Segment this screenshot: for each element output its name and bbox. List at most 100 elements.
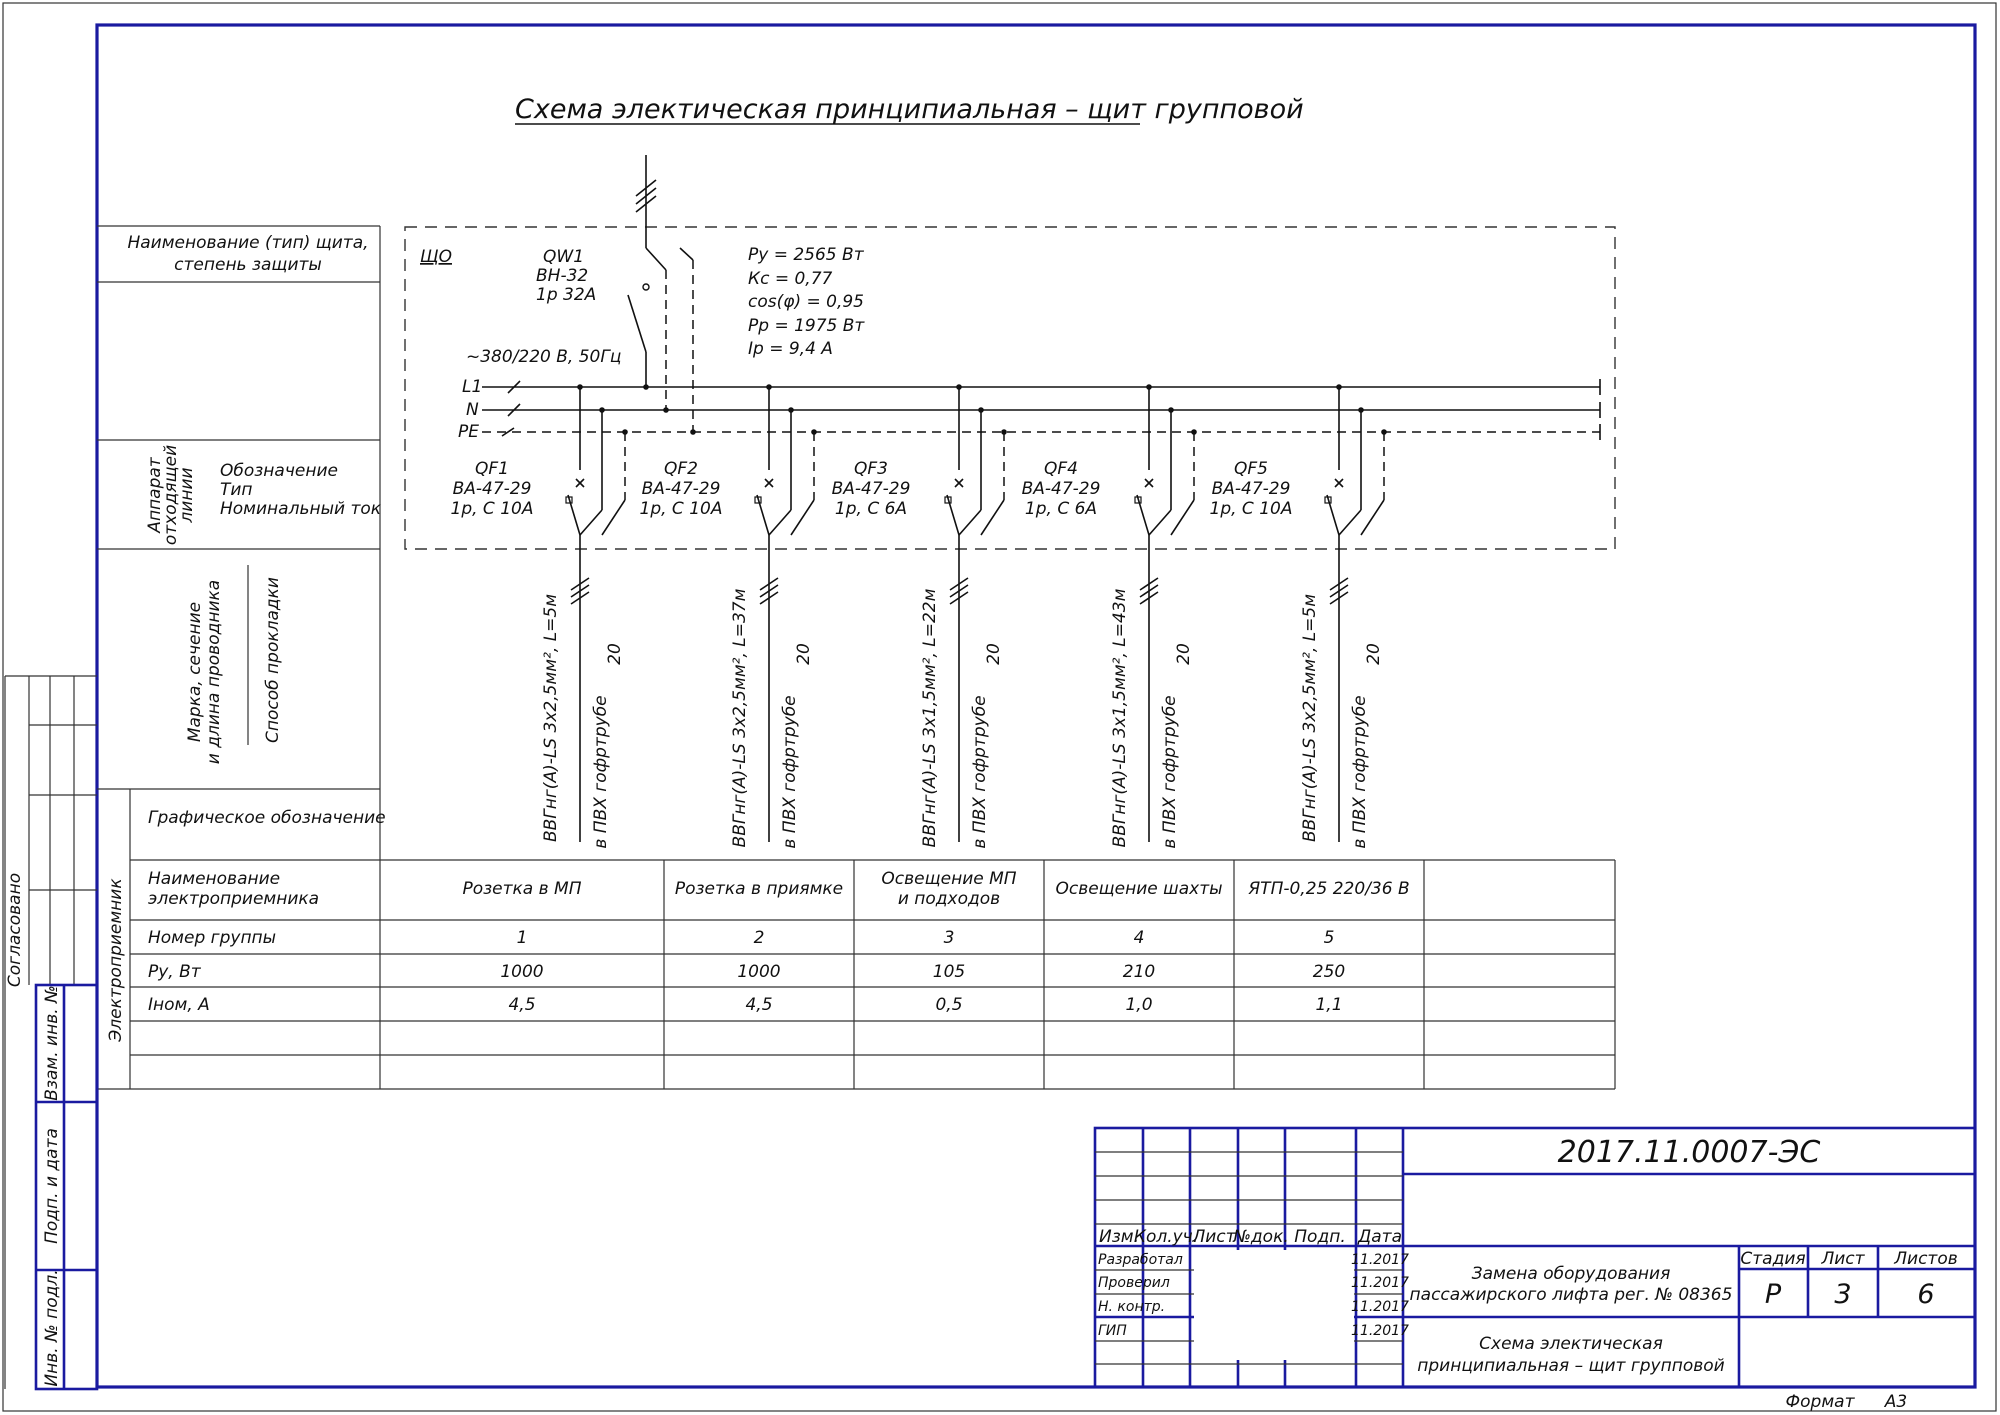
group-4-n-return xyxy=(1148,509,1172,536)
role-checker: Проверил xyxy=(1098,1275,1170,1291)
group-1-current: 4,5 xyxy=(508,995,535,1015)
group-3-laying-method: в ПВХ гофртрубе xyxy=(970,695,990,848)
col-qty: Кол.уч. xyxy=(1134,1227,1198,1247)
agreed-label: Согласовано xyxy=(5,873,25,987)
group-3-breaker-id: QF3 xyxy=(854,459,888,479)
svg-text:Марка, сечение: Марка, сечение xyxy=(185,602,205,742)
format-label: Формат xyxy=(1786,1392,1856,1412)
panel-param-3: cos(φ) = 0,95 xyxy=(748,292,864,312)
sheet-title-1: Схема электическая xyxy=(1479,1334,1663,1354)
drawing-title: Схема электическая принципиальная – щит … xyxy=(515,94,1304,125)
panel-param-4: Рр = 1975 Вт xyxy=(748,316,865,336)
group-2-breaker-id: QF2 xyxy=(664,459,698,479)
panel-name: ЩО xyxy=(420,247,452,267)
group-2-breaker-rating: 1р, С 10А xyxy=(640,499,723,519)
group-5-breaker-rating: 1р, С 10А xyxy=(1210,499,1293,519)
group-1-n-node xyxy=(599,407,605,413)
group-4-breaker-type: ВА-47-29 xyxy=(1022,479,1101,499)
group-4-n-node xyxy=(1168,407,1174,413)
group-1-n-return xyxy=(579,509,603,536)
svg-text:Электроприемник: Электроприемник xyxy=(106,878,126,1043)
redacted-signatures xyxy=(1194,1250,1354,1360)
group-1-pipe-diameter: 20 xyxy=(605,643,625,665)
group-3-receiver-name-1: Освещение МП xyxy=(881,869,1016,889)
group-3-breaker-blade xyxy=(946,494,960,536)
group-1-pe-node xyxy=(622,429,628,435)
group-5-pe-return xyxy=(1360,499,1385,536)
group-1-breaker-trip xyxy=(565,496,573,504)
group-4-power: 210 xyxy=(1123,962,1155,982)
group-number-label: Номер группы xyxy=(148,928,276,948)
group-4-group-number: 4 xyxy=(1134,928,1145,948)
col-date: Дата xyxy=(1357,1227,1402,1247)
svg-text:Аппарат: Аппарат xyxy=(145,456,165,533)
group-1-laying-method: в ПВХ гофртрубе xyxy=(591,695,611,848)
group-3-pe-return xyxy=(980,499,1005,536)
project-title-1: Замена оборудования xyxy=(1472,1264,1671,1284)
group-1-receiver-name: Розетка в МП xyxy=(462,879,581,899)
group-5-l1-node xyxy=(1336,384,1342,390)
group-4-current: 1,0 xyxy=(1125,995,1152,1015)
apparatus-field-type: Тип xyxy=(220,480,253,500)
side-stamp xyxy=(4,675,99,1391)
group-4-breaker-rating: 1р, С 6А xyxy=(1025,499,1097,519)
group-3-pe-node xyxy=(1001,429,1007,435)
panel-param-2: Кс = 0,77 xyxy=(748,269,833,289)
date-2: 11.2017 xyxy=(1351,1275,1409,1291)
receiver-rotated-label: Электроприемник xyxy=(106,878,126,1043)
format-value: А3 xyxy=(1884,1392,1907,1412)
group-1-group-number: 1 xyxy=(517,928,528,948)
busbars xyxy=(482,379,1601,440)
group-2-n-return xyxy=(768,509,792,536)
original-inv-label: Инв. № подл. xyxy=(42,1269,62,1386)
group-4-breaker-cross-b xyxy=(1144,478,1154,488)
group-2-breaker-blade xyxy=(756,494,770,536)
group-4-breaker-blade xyxy=(1136,494,1150,536)
group-3-pipe-diameter: 20 xyxy=(984,643,1004,665)
col-sheet: Лист xyxy=(1191,1227,1236,1247)
role-chief-engineer: ГИП xyxy=(1098,1323,1127,1339)
main-switch-symbol xyxy=(627,155,694,432)
main-breaker-type: ВН-32 xyxy=(536,266,588,286)
sheet-label: Лист xyxy=(1820,1249,1865,1269)
group-3-cable-tick-2 xyxy=(949,584,969,598)
group-5-breaker-blade xyxy=(1326,494,1340,536)
group-3-receiver-name-2: и подходов xyxy=(898,889,1000,909)
group-5-n-node xyxy=(1358,407,1364,413)
main-breaker-id: QW1 xyxy=(543,247,584,267)
group-3-current: 0,5 xyxy=(935,995,962,1015)
group-3-breaker-rating: 1р, С 6А xyxy=(835,499,907,519)
group-1-power: 1000 xyxy=(500,962,543,982)
role-norm-control: Н. контр. xyxy=(1098,1299,1165,1315)
group-3-breaker-type: ВА-47-29 xyxy=(832,479,911,499)
group-2-pe-node xyxy=(811,429,817,435)
group-3-cable-tick-1 xyxy=(949,577,969,591)
laying-rotated-label: Способ прокладки xyxy=(263,577,283,743)
project-title-2: пассажирского лифта рег. № 08365 xyxy=(1410,1285,1733,1305)
role-developer: Разработал xyxy=(1098,1252,1183,1268)
group-2-cable-tick-2 xyxy=(759,584,779,598)
group-2-breaker-cross-b xyxy=(764,478,774,488)
group-5-breaker-id: QF5 xyxy=(1234,459,1268,479)
group-4-receiver-name: Освещение шахты xyxy=(1055,879,1222,899)
group-3-cable-tick-3 xyxy=(949,591,969,605)
group-5-breaker-type: ВА-47-29 xyxy=(1212,479,1291,499)
panel-name-label-1: Наименование (тип) щита, xyxy=(127,233,368,253)
panel-param-5: Iр = 9,4 А xyxy=(748,339,833,359)
group-3-cable-mark: ВВГнг(А)-LS 3х1,5мм², L=22м xyxy=(920,588,940,847)
group-3-breaker-cross-b xyxy=(954,478,964,488)
group-1-breaker-rating: 1р, С 10А xyxy=(451,499,534,519)
bus-pe-label: PE xyxy=(458,422,479,442)
sheet-title-2: принципиальная – щит групповой xyxy=(1417,1356,1724,1376)
group-1-breaker-type: ВА-47-29 xyxy=(453,479,532,499)
power-label: Ру, Вт xyxy=(148,962,202,982)
group-5-pe-node xyxy=(1381,429,1387,435)
svg-text:и длина проводника: и длина проводника xyxy=(204,580,224,764)
group-4-cable-tick-2 xyxy=(1139,584,1159,598)
group-5-breaker-trip xyxy=(1324,496,1332,504)
group-5-cable-tick-2 xyxy=(1329,584,1349,598)
svg-text:Способ прокладки: Способ прокладки xyxy=(263,577,283,743)
